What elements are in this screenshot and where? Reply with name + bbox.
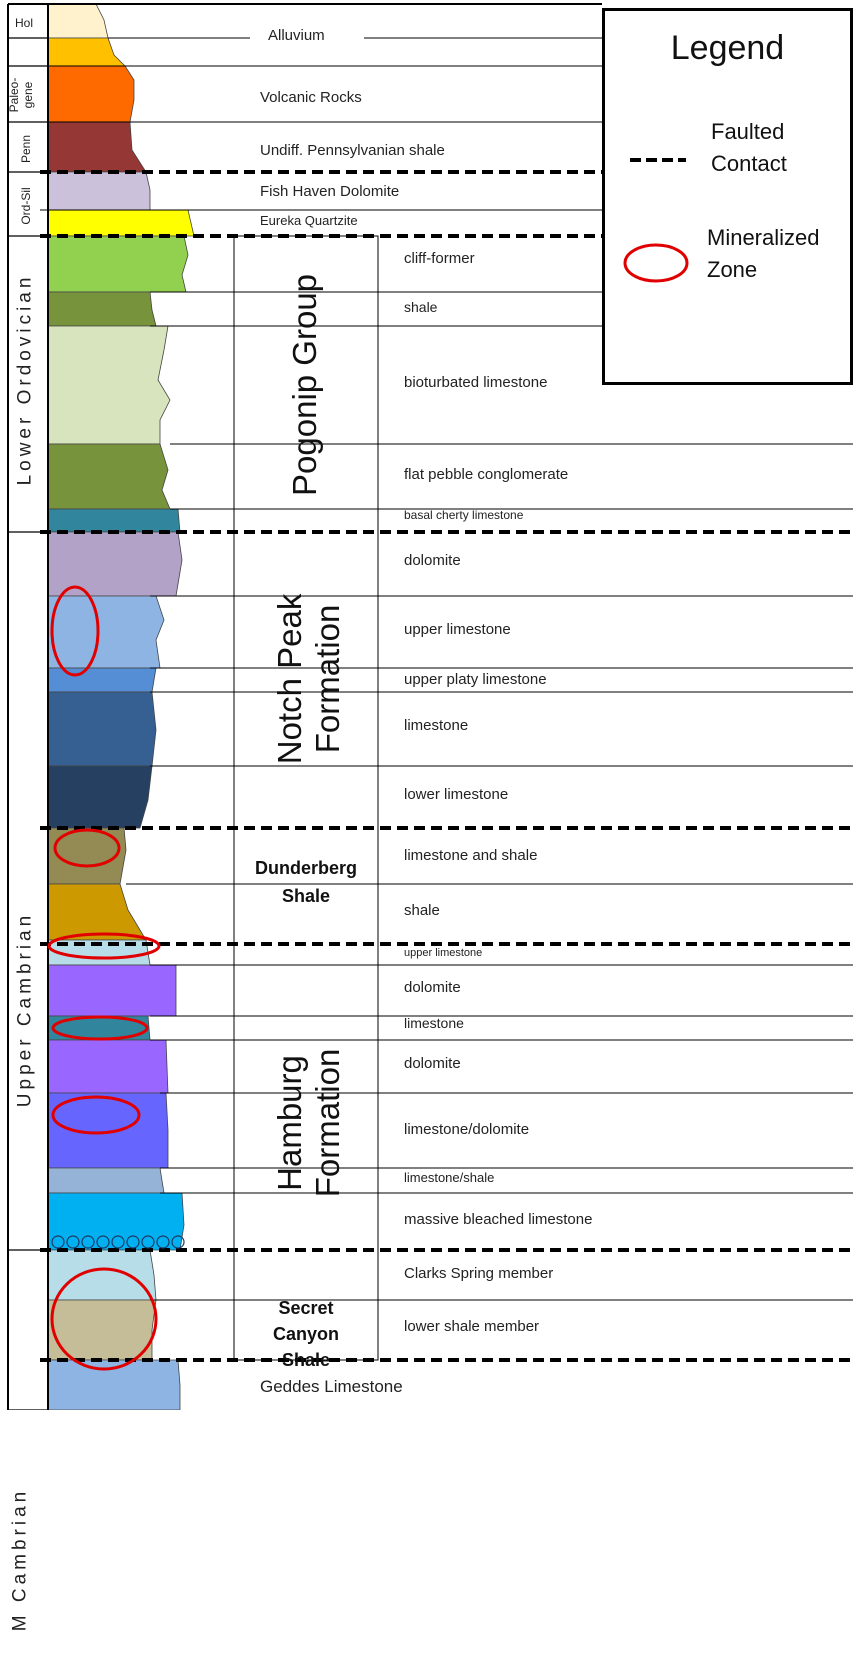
period-ord-sil: Ord-Sil bbox=[19, 187, 33, 225]
rock-layer-hb_ls_dol-22 bbox=[47, 1092, 169, 1169]
pebble-circle-2 bbox=[81, 1235, 95, 1249]
rock-layer-alluvium_low-1 bbox=[47, 37, 126, 67]
period-upper-cambrian: Upper Cambrian bbox=[14, 911, 36, 1108]
legend-faulted-a: Faulted bbox=[711, 119, 785, 144]
rock-layer-flat_pebble-9 bbox=[47, 443, 171, 510]
formation-dunderberg-b: Shale bbox=[281, 886, 331, 906]
mineralized-zone-1 bbox=[53, 828, 121, 868]
rock-layer-hb_dolomite-19 bbox=[47, 964, 177, 1017]
pebble-circle-0 bbox=[51, 1235, 65, 1249]
legend-title: Legend bbox=[670, 29, 785, 67]
unit-hb-massive: massive bleached limestone bbox=[404, 1211, 593, 1228]
unit-np-dolomite: dolomite bbox=[404, 552, 461, 569]
unit-np-limestone: limestone bbox=[404, 717, 469, 734]
rock-layer-penn-3 bbox=[47, 121, 147, 173]
formation-notch-peak-a: Notch Peak bbox=[271, 593, 309, 765]
rock-layer-eureka-5 bbox=[47, 209, 195, 237]
unit-volcanic: Volcanic Rocks bbox=[260, 89, 362, 106]
pebble-circle-7 bbox=[156, 1235, 170, 1249]
rock-layer-alluvium-0 bbox=[47, 3, 109, 39]
unit-hb-limestone-shale: limestone/shale bbox=[404, 1170, 495, 1185]
legend-mineralized-b: Zone bbox=[707, 257, 758, 282]
unit-fish-haven: Fish Haven Dolomite bbox=[260, 183, 400, 200]
mineralized-zone-2 bbox=[47, 932, 161, 960]
unit-hb-limestone: limestone bbox=[404, 1015, 464, 1031]
unit-pogonip-shale: shale bbox=[404, 299, 438, 315]
pebble-circle-8 bbox=[171, 1235, 185, 1249]
rock-layer-np_dolomite-11 bbox=[47, 531, 183, 597]
unit-hb-dolomite-1: dolomite bbox=[404, 979, 461, 996]
period-m-cambrian: M Cambrian bbox=[9, 1487, 31, 1632]
mineralized-zone-0 bbox=[50, 585, 100, 677]
unit-alluvium: Alluvium bbox=[260, 28, 333, 43]
period-paleogene-b: gene bbox=[21, 81, 35, 109]
rock-layer-np_limestone-14 bbox=[47, 691, 157, 767]
unit-flat-pebble: flat pebble conglomerate bbox=[404, 466, 569, 483]
rock-layer-volcanic-2 bbox=[47, 65, 135, 123]
stratigraphic-column-diagram: Hol Paleo- gene Penn Ord-Sil Lower Ordov… bbox=[7, 3, 853, 1631]
rock-layer-basal_cherty-10 bbox=[47, 508, 181, 533]
rock-layer-db_shale-17 bbox=[47, 883, 147, 941]
legend-box: Legend Faulted Contact Mineralized Zone bbox=[602, 8, 853, 385]
unit-hb-upper-limestone: upper limestone bbox=[404, 947, 483, 959]
period-penn: Penn bbox=[19, 134, 33, 164]
rock-layer-hb_massive-24 bbox=[47, 1192, 185, 1251]
mineralized-zone-5 bbox=[50, 1267, 158, 1371]
unit-np-lower-limestone: lower limestone bbox=[404, 786, 509, 803]
pebble-circle-4 bbox=[111, 1235, 125, 1249]
legend-symbols bbox=[623, 158, 689, 283]
formation-hamburg-a: Hamburg bbox=[271, 1055, 309, 1191]
rock-layer-bioturbated-8 bbox=[47, 325, 171, 445]
unit-np-upper-limestone: upper limestone bbox=[404, 621, 511, 638]
unit-geddes: Geddes Limestone bbox=[260, 1377, 403, 1396]
formation-secret-canyon-c: Shale bbox=[281, 1350, 331, 1370]
unit-eureka: Eureka Quartzite bbox=[260, 213, 358, 228]
formation-dunderberg-a: Dunderberg bbox=[254, 858, 357, 878]
unit-sc-clarks-spring: Clarks Spring member bbox=[404, 1265, 554, 1282]
unit-sc-lower-shale: lower shale member bbox=[404, 1318, 540, 1335]
pebble-circle-5 bbox=[126, 1235, 140, 1249]
period-paleogene-a: Paleo- bbox=[7, 77, 21, 113]
unit-bioturbated: bioturbated limestone bbox=[404, 374, 548, 391]
period-hol: Hol bbox=[14, 16, 33, 30]
pebble-circle-3 bbox=[96, 1235, 110, 1249]
formation-secret-canyon-a: Secret bbox=[278, 1298, 334, 1318]
unit-hb-limestone-dolomite: limestone/dolomite bbox=[404, 1121, 530, 1138]
column-drawing bbox=[7, 3, 853, 1410]
formation-pogonip: Pogonip Group bbox=[286, 273, 324, 496]
rock-layer-np_upper_ls-12 bbox=[47, 595, 165, 669]
formation-secret-canyon-b: Canyon bbox=[272, 1324, 339, 1344]
unit-np-upper-platy: upper platy limestone bbox=[404, 671, 547, 688]
rock-layer-cliff_former-6 bbox=[47, 235, 189, 293]
unit-db-shale: shale bbox=[404, 902, 440, 919]
legend-mineralized-a: Mineralized bbox=[707, 225, 820, 250]
mineralized-zone-3 bbox=[51, 1015, 149, 1041]
formation-hamburg-b: Formation bbox=[309, 1048, 347, 1198]
mineralized-zone-4 bbox=[51, 1095, 141, 1135]
rock-layer-fish_haven-4 bbox=[47, 171, 151, 211]
unit-basal-cherty: basal cherty limestone bbox=[404, 508, 524, 522]
unit-db-limestone-shale: limestone and shale bbox=[404, 847, 538, 864]
mineralized-zone-symbol bbox=[623, 243, 689, 283]
formation-notch-peak-b: Formation bbox=[309, 604, 347, 754]
pebble-circle-1 bbox=[66, 1235, 80, 1249]
unit-cliff-former: cliff-former bbox=[404, 250, 475, 267]
rock-layer-hb_ls_shale-23 bbox=[47, 1167, 165, 1194]
rock-layer-np_lower_ls-15 bbox=[47, 765, 153, 829]
period-lower-ordovician: Lower Ordovician bbox=[14, 273, 36, 486]
pebble-circle-6 bbox=[141, 1235, 155, 1249]
rock-layer-hb_dolomite-21 bbox=[47, 1039, 169, 1094]
unit-hb-dolomite-2: dolomite bbox=[404, 1055, 461, 1072]
rock-layer-sc_clarks-25 bbox=[47, 1249, 157, 1301]
rock-layer-pog_shale-7 bbox=[47, 291, 157, 327]
legend-faulted-b: Contact bbox=[711, 151, 787, 176]
unit-penn-shale: Undiff. Pennsylvanian shale bbox=[260, 142, 445, 159]
